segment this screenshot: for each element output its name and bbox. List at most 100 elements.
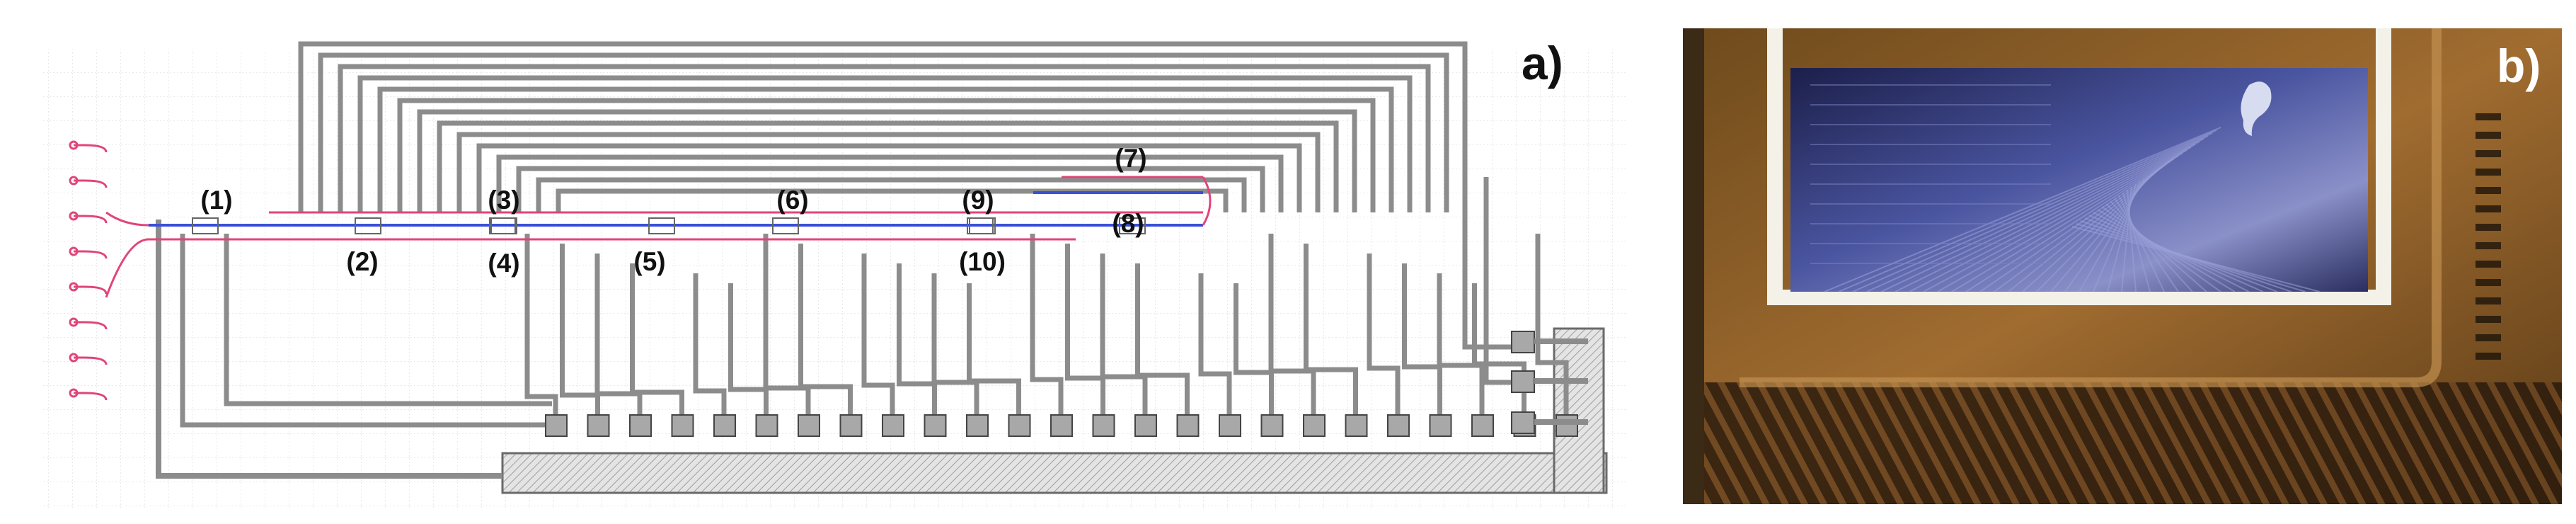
bond-pads	[545, 331, 1588, 437]
input-port	[69, 246, 79, 256]
trace-drop	[1198, 273, 1232, 415]
trace-loop	[397, 98, 1376, 212]
component-labels: (1) (2) (3) (4) (5) (6) (7) (8) (9) (10)	[200, 144, 1146, 278]
trace-drop	[1030, 234, 1064, 415]
right-pad	[2476, 261, 2501, 268]
trace-loop-inner	[364, 81, 1406, 212]
panel-b-label: b)	[2497, 40, 2541, 92]
bond-pad	[1387, 414, 1410, 437]
bond-pad	[1050, 414, 1073, 437]
input-port	[69, 176, 79, 186]
trace-loop	[338, 64, 1431, 212]
trace-drop	[728, 283, 769, 415]
right-pad	[2476, 297, 2501, 304]
input-port	[69, 282, 79, 292]
trace-loop-inner	[542, 183, 1241, 212]
trace-drop	[1304, 244, 1358, 415]
trace-loop-inner	[463, 137, 1314, 212]
right-pad	[2476, 316, 2501, 323]
bond-pad-right	[1511, 331, 1535, 353]
bond-pad	[1429, 414, 1452, 437]
bond-pad	[924, 414, 947, 437]
bond-finger-field	[1683, 382, 2562, 504]
chip-micrograph: b)	[1683, 28, 2562, 504]
component-marker	[355, 217, 381, 234]
chip-line	[1937, 149, 2187, 292]
trace-ground	[156, 220, 502, 479]
trace-loop-inner	[304, 47, 1461, 212]
chip-line	[1951, 152, 2183, 292]
bond-pad-right	[1511, 370, 1535, 393]
panel-a-label: a)	[1522, 37, 1563, 89]
trace-loop	[437, 120, 1339, 212]
bond-pad	[1556, 414, 1578, 437]
right-pad	[2476, 353, 2501, 360]
trace-drop	[798, 244, 853, 415]
trace-loop	[298, 41, 1468, 212]
trace-drop	[693, 273, 727, 415]
right-pad	[2476, 224, 2501, 231]
chip-line	[1994, 161, 2170, 292]
trace-loop	[377, 86, 1394, 212]
trace-drop	[1535, 234, 1569, 415]
trace-loop	[496, 154, 1284, 212]
right-bus-bar	[1553, 327, 1605, 494]
right-pad	[2476, 187, 2501, 194]
trace-drop	[1402, 263, 1442, 415]
trace-drop	[897, 263, 937, 415]
component-marker	[772, 217, 799, 234]
component-marker	[490, 217, 517, 234]
input-fiber	[74, 392, 108, 401]
bond-pad	[1471, 414, 1494, 437]
trace-left	[180, 234, 552, 428]
label-component-7: (7)	[1115, 144, 1146, 173]
trace-loop-inner	[423, 115, 1351, 212]
trace-drop	[763, 234, 811, 415]
trace-drop	[931, 273, 979, 415]
trace-left	[224, 234, 552, 406]
input-merge	[105, 211, 149, 227]
input-fiber	[74, 179, 108, 188]
chip-line	[1923, 147, 2192, 292]
right-pad	[2476, 169, 2501, 176]
chip-line	[1979, 158, 2175, 292]
right-pad	[2476, 150, 2501, 157]
trace-loop	[456, 132, 1321, 212]
bond-pad	[1008, 414, 1031, 437]
component-marker	[1119, 217, 1146, 234]
right-pad	[2476, 132, 2501, 139]
bond-pad	[966, 414, 989, 437]
trace-drop	[967, 283, 1021, 415]
bond-pad	[798, 414, 820, 437]
bond-pad	[1303, 414, 1326, 437]
label-component-2: (2)	[346, 247, 378, 276]
label-component-3: (3)	[488, 186, 519, 215]
right-pad	[2476, 113, 2501, 120]
trace-loop-inner	[324, 58, 1443, 212]
chip-line	[1909, 144, 2196, 292]
label-component-10: (10)	[959, 247, 1006, 276]
bond-pad	[882, 414, 904, 437]
label-component-5: (5)	[633, 247, 665, 276]
chip-line	[1824, 127, 2221, 292]
trace-drop	[1437, 273, 1485, 415]
trace-loop	[476, 143, 1302, 212]
trace-loop-inner	[562, 194, 1222, 212]
trace-drop	[1135, 263, 1190, 415]
input-merge	[105, 238, 149, 298]
input-fiber	[74, 321, 108, 330]
chip-line	[2071, 226, 2321, 292]
bond-pad	[713, 414, 736, 437]
trace-loop-inner	[403, 103, 1369, 212]
layout-schematic: (1) (2) (3) (4) (5) (6) (7) (8) (9) (10)…	[42, 37, 1628, 510]
chip-line	[2008, 164, 2166, 292]
debris	[2241, 81, 2272, 136]
bond-pad	[1176, 414, 1200, 437]
right-pad	[2476, 205, 2501, 212]
trace-loop-inner	[344, 69, 1425, 212]
bond-pad	[1219, 414, 1241, 437]
bond-pad	[1134, 414, 1157, 437]
optical-waveguides	[69, 140, 1212, 401]
trace-loop-inner	[483, 149, 1296, 212]
label-component-1: (1)	[200, 186, 232, 215]
